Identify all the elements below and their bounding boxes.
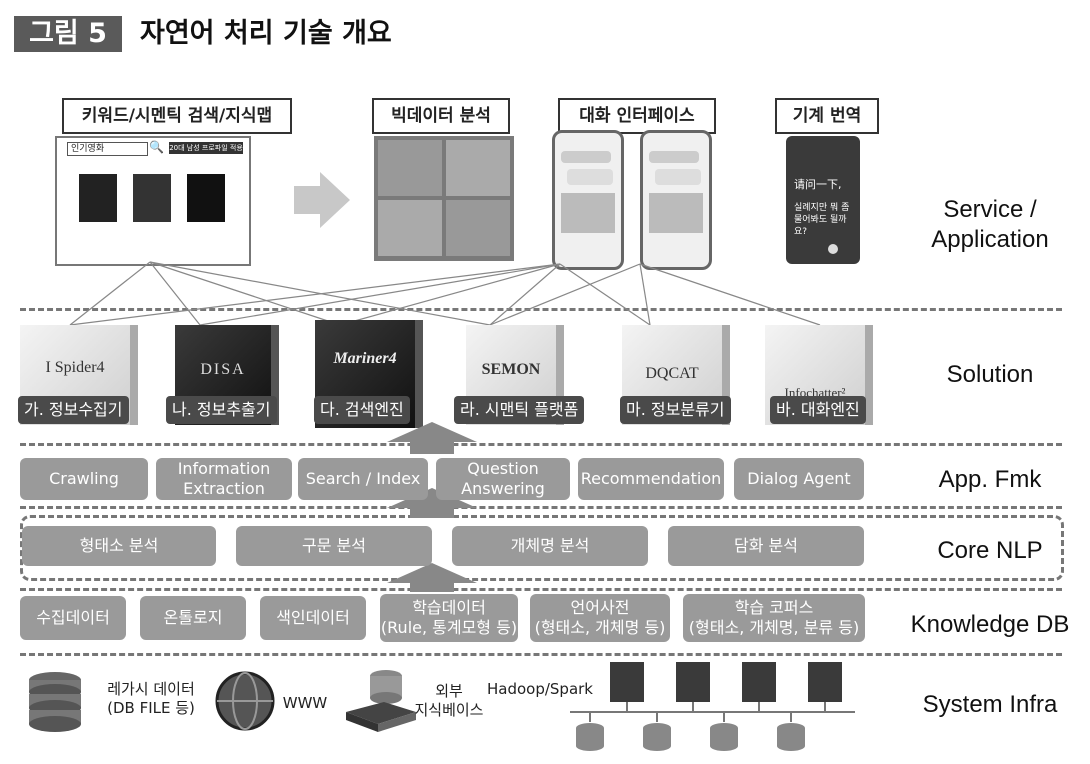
chat-bubble: [655, 169, 701, 185]
layer-label-knowledge-db: Knowledge DB: [910, 611, 1070, 638]
phone-screen-2: [640, 130, 712, 270]
infra-external-kb: 외부 지식베이스: [414, 682, 484, 719]
product-name: DQCAT: [645, 365, 699, 382]
core-nlp-dashed-frame: [20, 515, 1064, 581]
fmk-crawling: Crawling: [20, 458, 148, 500]
infra-hadoop-spark: Hadoop/Spark: [486, 680, 593, 698]
translation-screen: 请问一下, 실례지만 뭐 좀 물어봐도 될까요?: [786, 136, 860, 264]
service-title-dialog: 대화 인터페이스: [558, 98, 716, 134]
divider-service-solution: [20, 308, 1062, 311]
solution-label-dialog-engine: 바. 대화엔진: [770, 396, 866, 424]
chat-bubble: [649, 151, 699, 163]
divider-nlp-kdb: [20, 588, 1062, 591]
figure-label: 그림 5: [14, 16, 122, 52]
service-title-translation: 기계 번역: [775, 98, 879, 134]
divider-fmk-nlp: [20, 506, 1062, 509]
layer-label-core-nlp: Core NLP: [937, 537, 1043, 564]
figure-title: 자연어 처리 기술 개요: [140, 18, 392, 49]
layer-label-solution: Solution: [946, 361, 1034, 388]
bigdata-panel-3: [378, 200, 442, 256]
product-name: SEMON: [481, 361, 541, 378]
up-arrow-icon: [387, 422, 477, 442]
solution-label-search-engine: 다. 검색엔진: [314, 396, 410, 424]
kdb-ontology: 온톨로지: [140, 596, 246, 640]
up-arrow-stem: [410, 506, 454, 518]
up-arrow-icon: [387, 563, 477, 583]
solution-label-classifier: 마. 정보분류기: [620, 396, 731, 424]
fmk-recommendation: Recommendation: [578, 458, 724, 500]
solution-label-extractor: 나. 정보추출기: [166, 396, 277, 424]
chat-image: [649, 193, 703, 233]
chat-bubble: [567, 169, 613, 185]
search-screen: 인기영화 🔍 20대 남성 프로파일 적용: [55, 136, 251, 266]
divider-solution-fmk: [20, 443, 1062, 446]
product-name: I Spider4: [45, 359, 105, 376]
fmk-dialog-agent: Dialog Agent: [734, 458, 864, 500]
kdb-language-dictionary: 언어사전 (형태소, 개체명 등): [530, 594, 670, 642]
solution-label-semantic-platform: 라. 시맨틱 플랫폼: [454, 396, 585, 424]
infra-legacy-data: 레가시 데이터 (DB FILE 등): [107, 680, 195, 717]
search-input: 인기영화: [67, 142, 148, 156]
service-title-search: 키워드/시멘틱 검색/지식맵: [62, 98, 292, 134]
microphone-icon: [828, 244, 838, 254]
kdb-training-data: 학습데이터 (Rule, 통계모형 등): [380, 594, 518, 642]
fmk-question-answering: Question Answering: [436, 458, 570, 500]
movie-poster-2: [133, 174, 171, 222]
up-arrow-stem: [410, 442, 454, 454]
infra-www: WWW: [282, 694, 328, 712]
kdb-collected-data: 수집데이터: [20, 596, 126, 640]
solution-label-crawler: 가. 정보수집기: [18, 396, 129, 424]
layer-label-service: Service / Application: [931, 196, 1049, 253]
kdb-index-data: 색인데이터: [260, 596, 366, 640]
up-arrow-stem: [410, 582, 454, 592]
connection-lines: [69, 261, 821, 326]
right-arrow-icon: [294, 172, 350, 228]
fmk-information-extraction: Information Extraction: [156, 458, 292, 500]
chat-image: [561, 193, 615, 233]
product-name: Mariner4: [333, 350, 397, 367]
kdb-training-corpus: 학습 코퍼스 (형태소, 개체명, 분류 등): [683, 594, 865, 642]
translated-text-korean: 실례지만 뭐 좀 물어봐도 될까요?: [794, 203, 850, 237]
movie-poster-1: [79, 174, 117, 222]
fmk-search-index: Search / Index: [298, 458, 428, 500]
movie-poster-3: [187, 174, 225, 222]
bigdata-panel-4: [446, 200, 510, 256]
server-cluster: [570, 662, 855, 751]
phone-screen-1: [552, 130, 624, 270]
nlp-syntax-analysis: 구문 분석: [236, 526, 432, 566]
nlp-morphological-analysis: 형태소 분석: [22, 526, 216, 566]
nlp-named-entity-analysis: 개체명 분석: [452, 526, 648, 566]
service-title-bigdata: 빅데이터 분석: [372, 98, 510, 134]
search-icon: 🔍: [149, 140, 164, 154]
database-icon: [29, 672, 81, 732]
globe-icon: [215, 671, 275, 731]
layer-label-app-fmk: App. Fmk: [938, 466, 1042, 493]
promo-banner: 20대 남성 프로파일 적용: [169, 142, 243, 154]
product-name: DISA: [200, 361, 246, 378]
bigdata-panel-2: [446, 140, 510, 196]
divider-kdb-infra: [20, 653, 1062, 656]
translated-text-chinese: 请问一下,: [794, 178, 842, 191]
bigdata-panel-1: [378, 140, 442, 196]
layer-label-system-infra: System Infra: [922, 691, 1058, 718]
chat-bubble: [561, 151, 611, 163]
nlp-discourse-analysis: 담화 분석: [668, 526, 864, 566]
book-database-icon: [346, 670, 416, 732]
bigdata-screen: [374, 136, 514, 261]
